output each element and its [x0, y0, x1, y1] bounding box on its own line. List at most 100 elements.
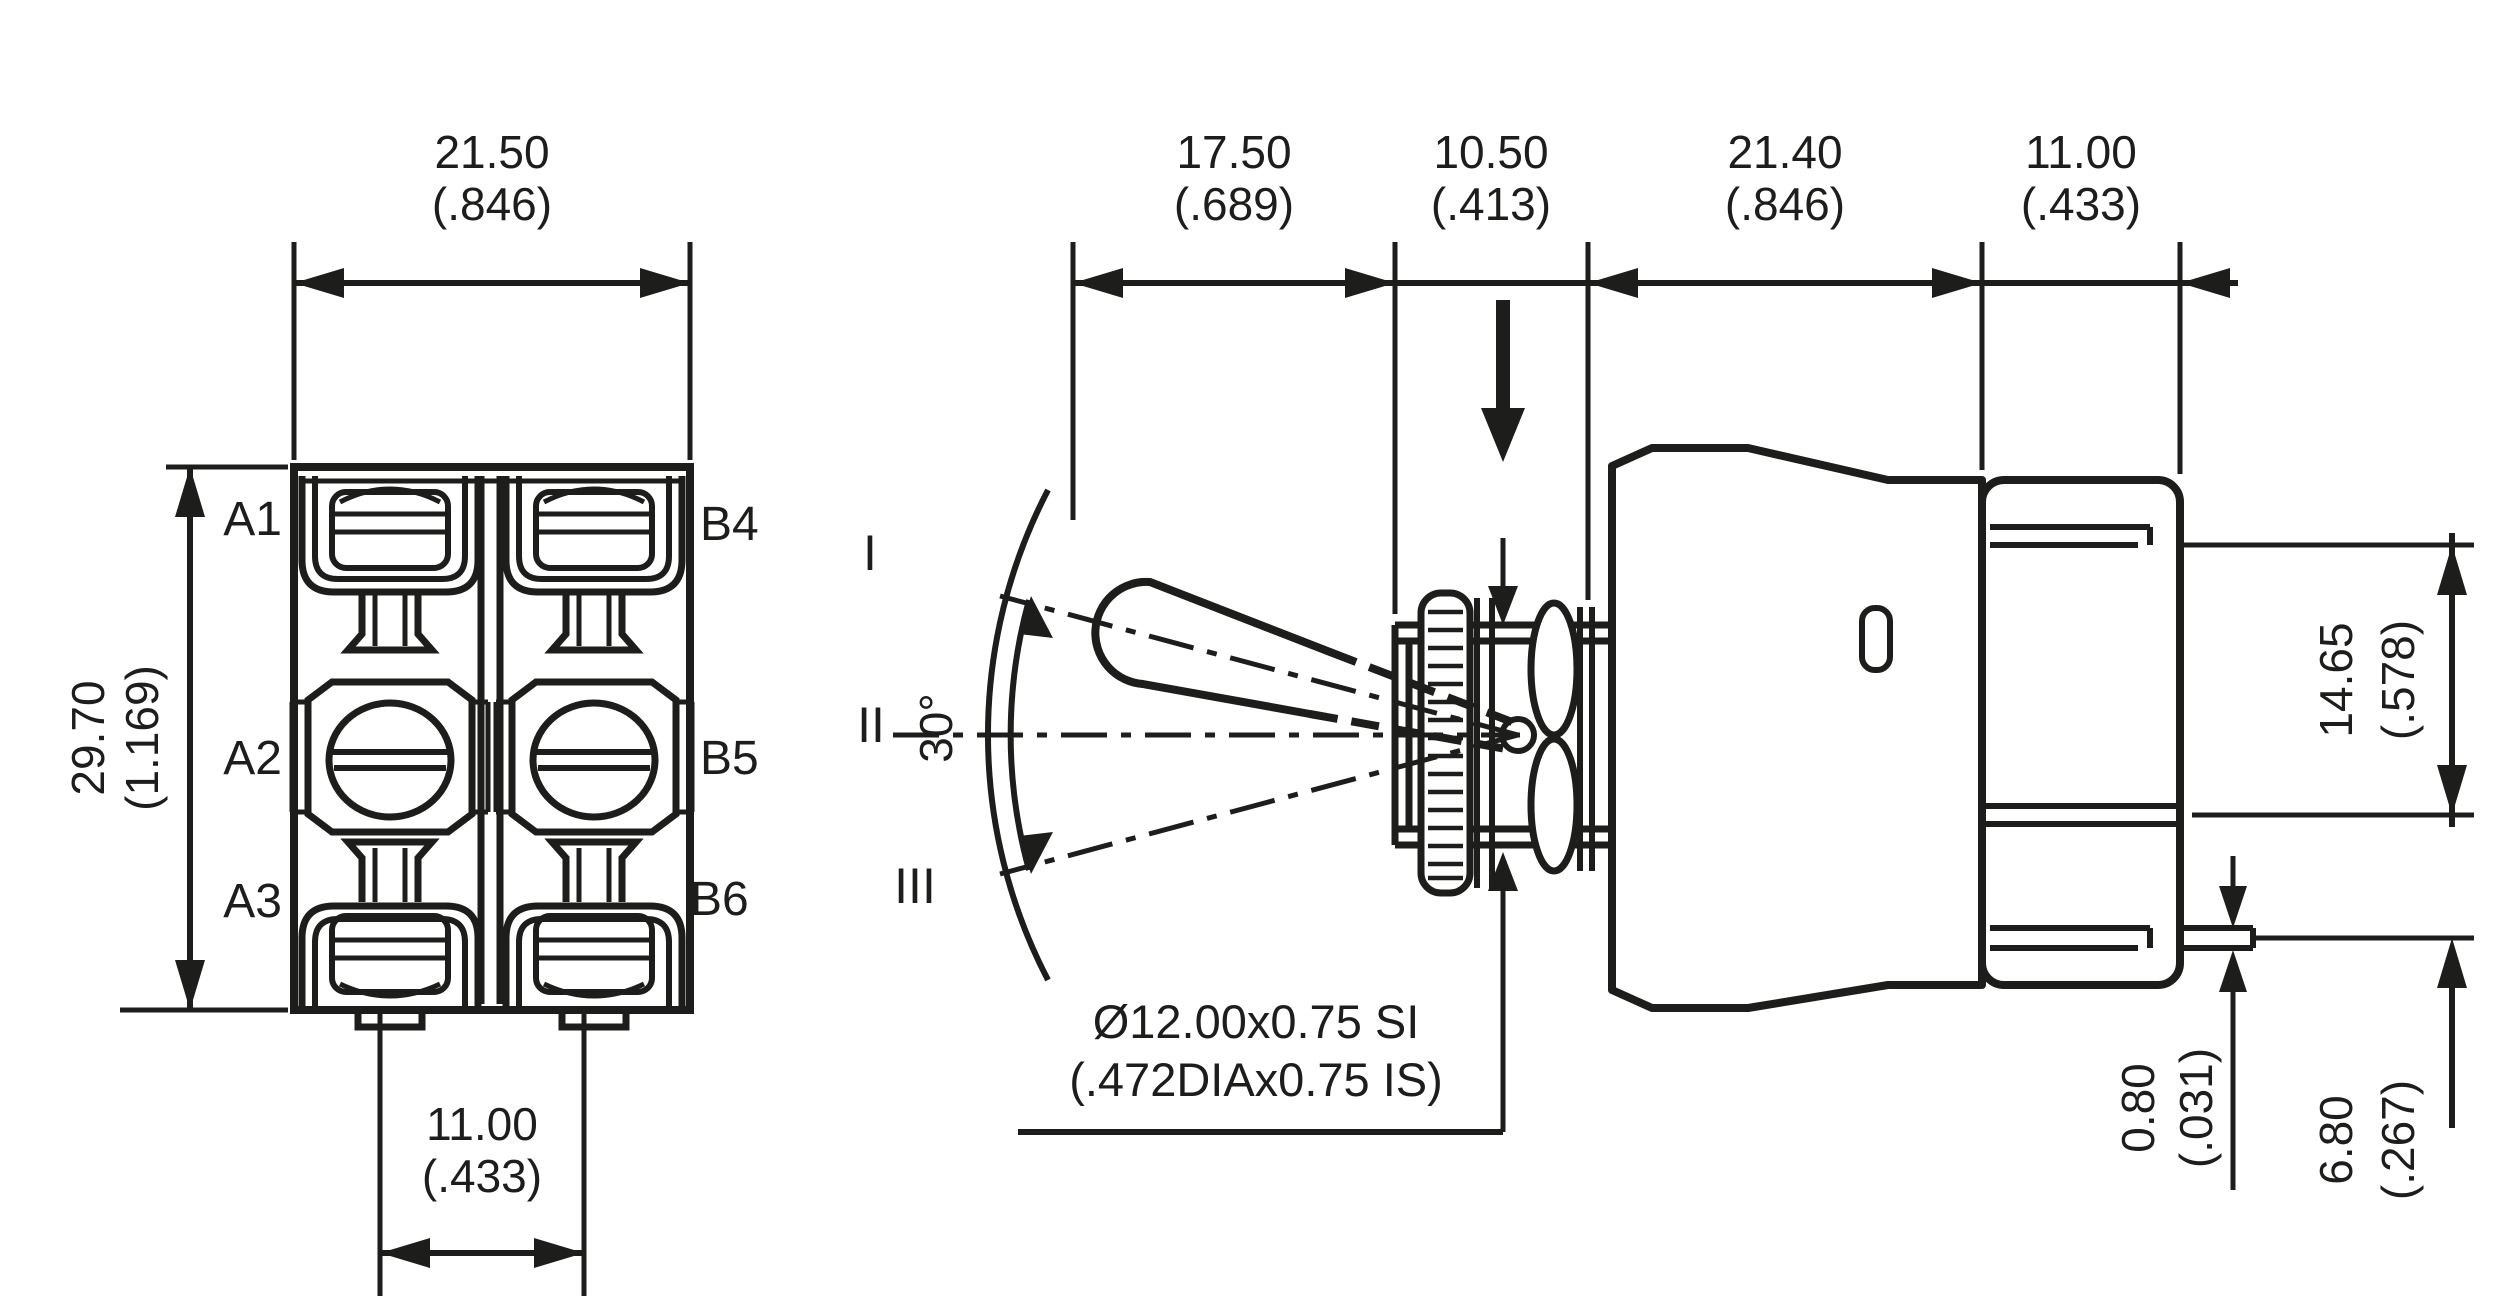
thread-pointer-arrows: [1488, 538, 1518, 1132]
terminal-B4: [506, 476, 682, 650]
arrow-head: [1481, 408, 1525, 462]
rear-washer-lines: [1577, 607, 1595, 871]
side-right-dimensions: 14.65 (.578) 6.80 (.267) 0.80 (.031): [2112, 533, 2474, 1200]
lock-ring-upper-lobe: [1527, 599, 1581, 739]
extension-lines: [2180, 542, 2474, 941]
arrowhead: [2437, 545, 2467, 595]
terminal-B5: [496, 682, 692, 832]
label-B6: B6: [690, 873, 749, 926]
dim-14-65-inch: (.578): [2372, 620, 2424, 740]
dim-6-80-inch: (.267): [2372, 1080, 2424, 1200]
terminal-block: [290, 463, 694, 1031]
arrowhead-left: [380, 1238, 430, 1268]
terminal-A3: [302, 842, 478, 1006]
arrowhead-bottom: [175, 960, 205, 1010]
label-A1: A1: [223, 493, 282, 546]
arrowhead: [1345, 268, 1395, 298]
bottom-feet: [354, 1010, 630, 1031]
dim-17-50-inch: (.689): [1174, 178, 1294, 230]
dim-10-50-inch: (.413): [1431, 178, 1551, 230]
arrowhead: [1588, 268, 1638, 298]
dim-0-80-inch: (.031): [2170, 1048, 2222, 1168]
bottom-terminal-slot: [1990, 925, 2153, 951]
terminal-B6: [506, 842, 682, 1006]
dim-10-50: 10.50: [1433, 126, 1548, 178]
dim-text: 21.50: [434, 126, 549, 178]
terminal-A1: [302, 476, 478, 650]
centerline-position-III: [999, 732, 1519, 877]
extension-lines: [1070, 242, 2183, 614]
arrowhead-left: [294, 268, 344, 298]
side-view: 17.50 (.689) 10.50 (.413) 21.40 (.846) 1…: [857, 126, 2474, 1200]
arrowhead-right: [534, 1238, 584, 1268]
extension-lines: [120, 464, 288, 1013]
dim-11-00-inch: (.433): [2021, 178, 2141, 230]
arrowhead: [1073, 268, 1123, 298]
dim-text-inch: (.433): [422, 1150, 542, 1202]
dim-17-50: 17.50: [1176, 126, 1291, 178]
lever-tip-arc: [1091, 577, 1151, 688]
actuation-arrow: [1481, 300, 1525, 462]
arrowhead: [2180, 268, 2230, 298]
lever-upper-edge-hidden: [1328, 648, 1514, 726]
front-view: 21.50 (.846) 29.70 (1.169): [62, 126, 759, 1296]
angle-arrowhead-bottom: [1019, 832, 1053, 874]
dim-text-inch: (.846): [432, 178, 552, 230]
block-outline: [290, 463, 694, 1014]
dim-11-00: 11.00: [2025, 126, 2137, 178]
extension-lines: [291, 242, 693, 460]
lever-lower-edge-hidden: [1309, 710, 1513, 754]
side-top-dimensions: 17.50 (.689) 10.50 (.413) 21.40 (.846) 1…: [1070, 126, 2238, 614]
lock-ring-lower-lobe: [1527, 735, 1581, 875]
terminal-housing: [1978, 476, 2184, 989]
arrowhead: [1932, 268, 1982, 298]
bottom-terminal-blade: [2180, 925, 2256, 951]
switch-body: [1608, 444, 2256, 1012]
body-outline: [1608, 444, 1986, 1012]
thread-metric: Ø12.00x0.75 SI: [1093, 995, 1420, 1048]
arrowhead: [2437, 765, 2467, 815]
front-height-dimension: 29.70 (1.169): [62, 464, 288, 1013]
dim-6-80: 6.80: [2310, 1095, 2362, 1185]
label-B5: B5: [700, 732, 759, 785]
label-A3: A3: [223, 875, 282, 928]
angle-arrowhead-top: [1019, 596, 1053, 638]
extension-lines: [377, 1012, 587, 1296]
thread-callout: Ø12.00x0.75 SI (.472DIAx0.75 IS): [1018, 995, 1503, 1135]
terminal-labels: A1 A2 A3 B4 B5 B6: [223, 493, 758, 928]
dim-21-40: 21.40: [1727, 126, 1842, 178]
dim-text: 11.00: [426, 1098, 538, 1150]
lever-upper-edge: [1146, 578, 1334, 656]
position-label-II: II: [857, 697, 885, 753]
terminal-A2: [292, 682, 488, 832]
centerline-position-I: [999, 593, 1519, 738]
dim-0-80: 0.80: [2112, 1063, 2164, 1153]
bushing-edges: [1395, 621, 1612, 849]
arrowhead-right: [640, 268, 690, 298]
middle-terminal-rails: [1982, 803, 2180, 827]
position-label-I: I: [863, 525, 877, 581]
bushing-assembly: [1391, 589, 1612, 897]
front-width-dimension: 21.50 (.846): [291, 126, 693, 460]
label-B4: B4: [700, 498, 759, 551]
arrowhead: [2219, 950, 2247, 992]
angle-label: 30°: [910, 693, 962, 763]
lever-lower-edge: [1139, 680, 1314, 718]
toggle-positions: 30° I II III: [857, 488, 1520, 982]
swing-envelope-arc: [985, 488, 1051, 982]
upper-arrowhead: [1488, 586, 1518, 625]
dim-text-inch: (1.169): [116, 665, 168, 811]
dim-text: 29.70: [62, 680, 114, 795]
position-label-III: III: [894, 858, 936, 914]
top-terminal-slot: [1990, 524, 2153, 548]
arrowhead: [2219, 886, 2247, 928]
arrowhead: [2437, 938, 2467, 988]
thread-imperial: (.472DIAx0.75 IS): [1069, 1053, 1443, 1106]
dim-21-40-inch: (.846): [1725, 178, 1845, 230]
arrowhead-top: [175, 467, 205, 517]
label-A2: A2: [223, 732, 282, 785]
lower-arrowhead: [1488, 852, 1518, 891]
front-pitch-dimension: 11.00 (.433): [377, 1012, 587, 1296]
